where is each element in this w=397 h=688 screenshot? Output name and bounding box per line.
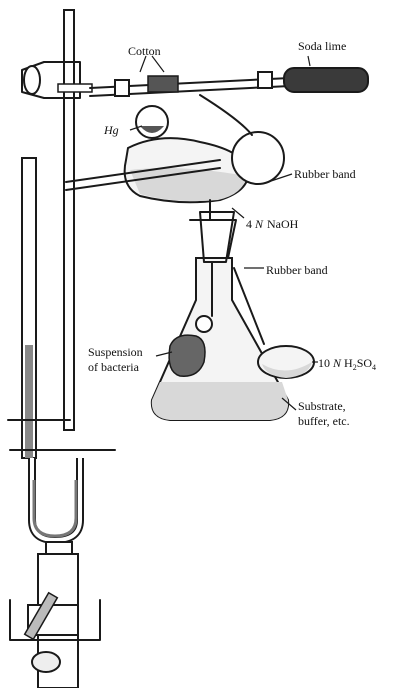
substrate-label-2: buffer, etc. <box>298 414 350 428</box>
erlenmeyer-flask <box>152 212 314 420</box>
lower-clamp <box>10 542 100 688</box>
soda-lime-label: Soda lime <box>298 39 346 53</box>
suspension-label-1: Suspension <box>88 345 143 359</box>
substrate-label-1: Substrate, <box>298 399 346 413</box>
top-tubing <box>90 68 368 96</box>
rubber-band-label-2: Rubber band <box>266 263 328 277</box>
rubber-band-label-1: Rubber band <box>294 167 356 181</box>
hg-label: Hg <box>103 123 119 137</box>
cotton-label: Cotton <box>128 44 161 58</box>
suspension-label-2: of bacteria <box>88 360 140 374</box>
flask-assembly <box>66 95 284 220</box>
